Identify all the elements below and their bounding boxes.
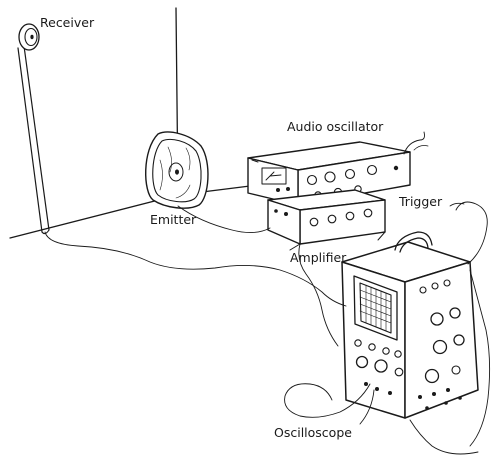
oscilloscope — [341, 231, 479, 419]
amplifier-knobs — [274, 208, 373, 227]
labels: Receiver Emitter Audio oscillator Amplif… — [40, 15, 443, 440]
audio-oscillator — [247, 141, 411, 206]
oscilloscope-screen — [353, 275, 398, 341]
label-trigger: Trigger — [398, 194, 443, 209]
oscilloscope-controls — [354, 279, 465, 410]
label-oscilloscope: Oscilloscope — [274, 425, 352, 440]
oscilloscope-handle — [394, 231, 433, 253]
receiver-rod — [17, 45, 50, 235]
label-emitter: Emitter — [150, 212, 197, 227]
emitter-speaker — [145, 131, 209, 209]
cables — [44, 131, 491, 455]
amplifier — [267, 189, 386, 251]
label-amplifier: Amplifier — [290, 250, 347, 265]
receiver — [17, 23, 50, 235]
receiver-microphone — [18, 23, 40, 51]
label-receiver: Receiver — [40, 15, 95, 30]
label-audio-oscillator: Audio oscillator — [287, 119, 384, 134]
